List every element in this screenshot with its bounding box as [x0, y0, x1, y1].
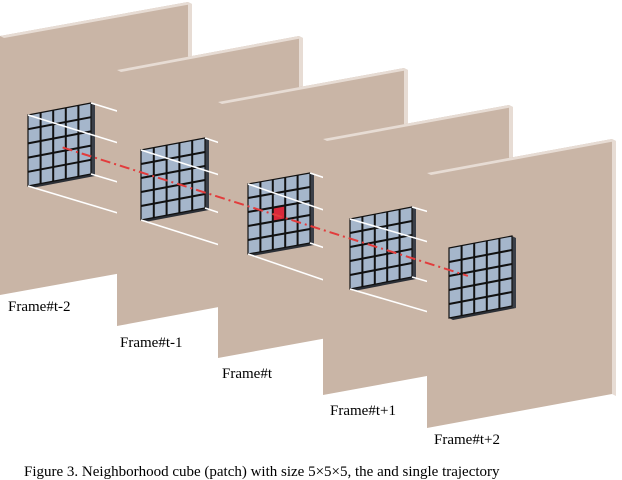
grid-hline-t-1 — [140, 165, 206, 179]
patch-bottom-t — [248, 243, 314, 256]
patch-grid-t-2 — [27, 102, 95, 188]
patch-grid-t+1 — [349, 206, 416, 291]
patch-side-t-2 — [91, 103, 95, 176]
grid-hline-t+1 — [349, 248, 413, 262]
frame-label-t-1: Frame#t-1 — [120, 335, 182, 351]
figure-caption: Figure 3. Neighborhood cube (patch) with… — [24, 464, 500, 480]
frame-label-t+2: Frame#t+2 — [434, 432, 500, 448]
frames-layer — [0, 2, 616, 428]
frame-labels: Frame#t-2 Frame#t-1 Frame#t Frame#t+1 Fr… — [8, 299, 500, 448]
grid-hline-t — [247, 186, 311, 199]
patch-side-t-1 — [205, 138, 209, 210]
frame-top-edge-t+1 — [323, 105, 513, 141]
grid-hline-t-2 — [27, 116, 92, 131]
trajectory-dash-dot — [62, 146, 469, 277]
patch-bottom-t-2 — [28, 174, 95, 188]
patch-grid-t — [247, 172, 314, 256]
patch-face-t-2 — [27, 102, 92, 187]
patch-side-t+1 — [412, 207, 416, 279]
grid-hline-t-2 — [27, 144, 92, 159]
patch-face-t+1 — [349, 206, 413, 290]
grid-hline-t-1 — [140, 179, 206, 193]
grid-hline-t-2 — [27, 158, 92, 173]
grid-hline-t+1 — [349, 234, 413, 248]
frame-side-edge-t+2 — [612, 139, 616, 396]
patch-side-t+2 — [512, 236, 516, 308]
grid-hline-t-1 — [140, 151, 206, 165]
patch-grid-t-1 — [140, 137, 209, 222]
frame-panel-t+2 — [427, 139, 612, 428]
grid-hline-t+2 — [448, 277, 513, 291]
grid-hline-t-2 — [27, 130, 92, 145]
patch-grid-t+2 — [448, 235, 516, 320]
trajectory-line — [62, 146, 469, 277]
grid-hline-t+1 — [349, 262, 413, 276]
frame-top-edge-t — [218, 68, 408, 104]
grid-hline-t+2 — [448, 263, 513, 277]
frame-label-t+1: Frame#t+1 — [330, 403, 396, 419]
patch-bottom-t+1 — [350, 277, 416, 291]
frame-top-edge-t-2 — [0, 2, 192, 38]
grid-hline-t — [247, 214, 311, 227]
frame-top-edge-t-1 — [117, 36, 303, 72]
frame-top-edge-t+2 — [427, 139, 616, 175]
grid-hline-t+2 — [448, 291, 513, 305]
patch-bottom-t-1 — [141, 208, 209, 222]
center-pixel-highlight — [272, 205, 286, 222]
frame-t+2 — [427, 139, 616, 428]
frame-label-t: Frame#t — [222, 366, 273, 382]
patch-bottom-t+2 — [449, 306, 516, 320]
grid-hline-t — [247, 228, 311, 241]
patch-face-t-1 — [140, 137, 206, 221]
frame-label-t-2: Frame#t-2 — [8, 299, 70, 315]
grid-hline-t+2 — [448, 249, 513, 263]
grid-hline-t-1 — [140, 193, 206, 207]
grid-hline-t+1 — [349, 220, 413, 234]
patch-face-t+2 — [448, 235, 513, 319]
